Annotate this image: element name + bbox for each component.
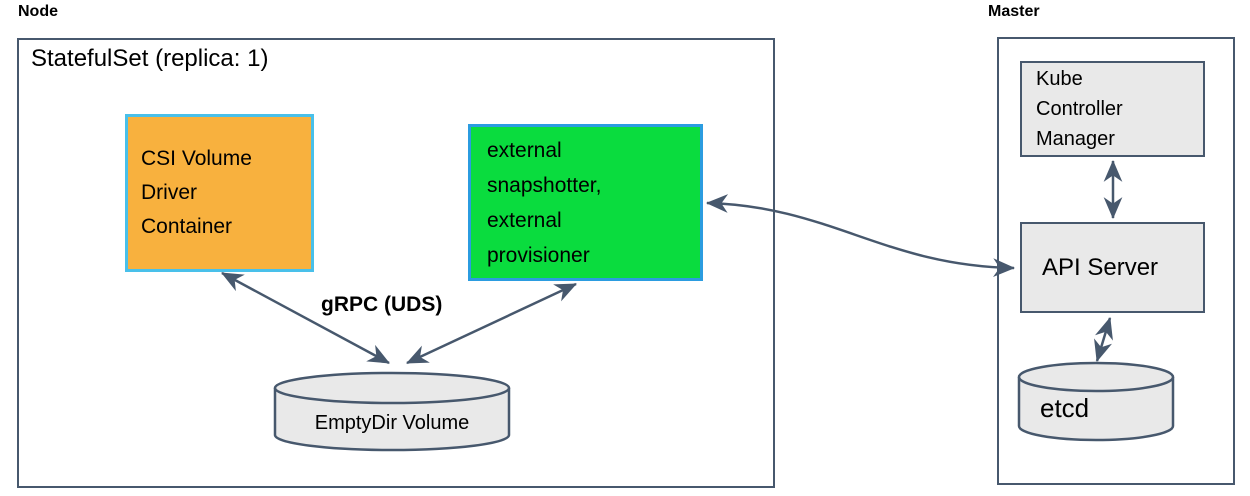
sidecar-box-line: external	[487, 138, 562, 162]
kube-controller-manager-box: Kube Controller Manager	[1020, 61, 1205, 157]
statefulset-title: StatefulSet (replica: 1)	[31, 45, 269, 72]
csi-box-line: Driver	[141, 181, 197, 204]
sidecar-box-line: provisioner	[487, 243, 590, 267]
etcd-label: etcd	[1040, 393, 1090, 423]
external-sidecars-box: external snapshotter, external provision…	[468, 124, 703, 281]
emptydir-volume-label: EmptyDir Volume	[314, 412, 470, 434]
sidecar-box-line: snapshotter,	[487, 173, 602, 197]
kcm-box-line: Manager	[1036, 128, 1115, 150]
grpc-uds-label: gRPC (UDS)	[321, 293, 443, 316]
kcm-box-line: Kube	[1036, 68, 1083, 90]
csi-volume-driver-box: CSI Volume Driver Container	[125, 114, 314, 272]
csi-box-line: Container	[141, 215, 233, 238]
api-server-label: API Server	[1042, 253, 1159, 281]
csi-box-line: CSI Volume	[141, 147, 252, 170]
sidecar-box-line: external	[487, 208, 562, 232]
master-group-label: Master	[988, 3, 1040, 20]
kcm-box-line: Controller	[1036, 98, 1123, 120]
api-server-box: API Server	[1020, 222, 1205, 313]
node-group-label: Node	[18, 3, 58, 20]
